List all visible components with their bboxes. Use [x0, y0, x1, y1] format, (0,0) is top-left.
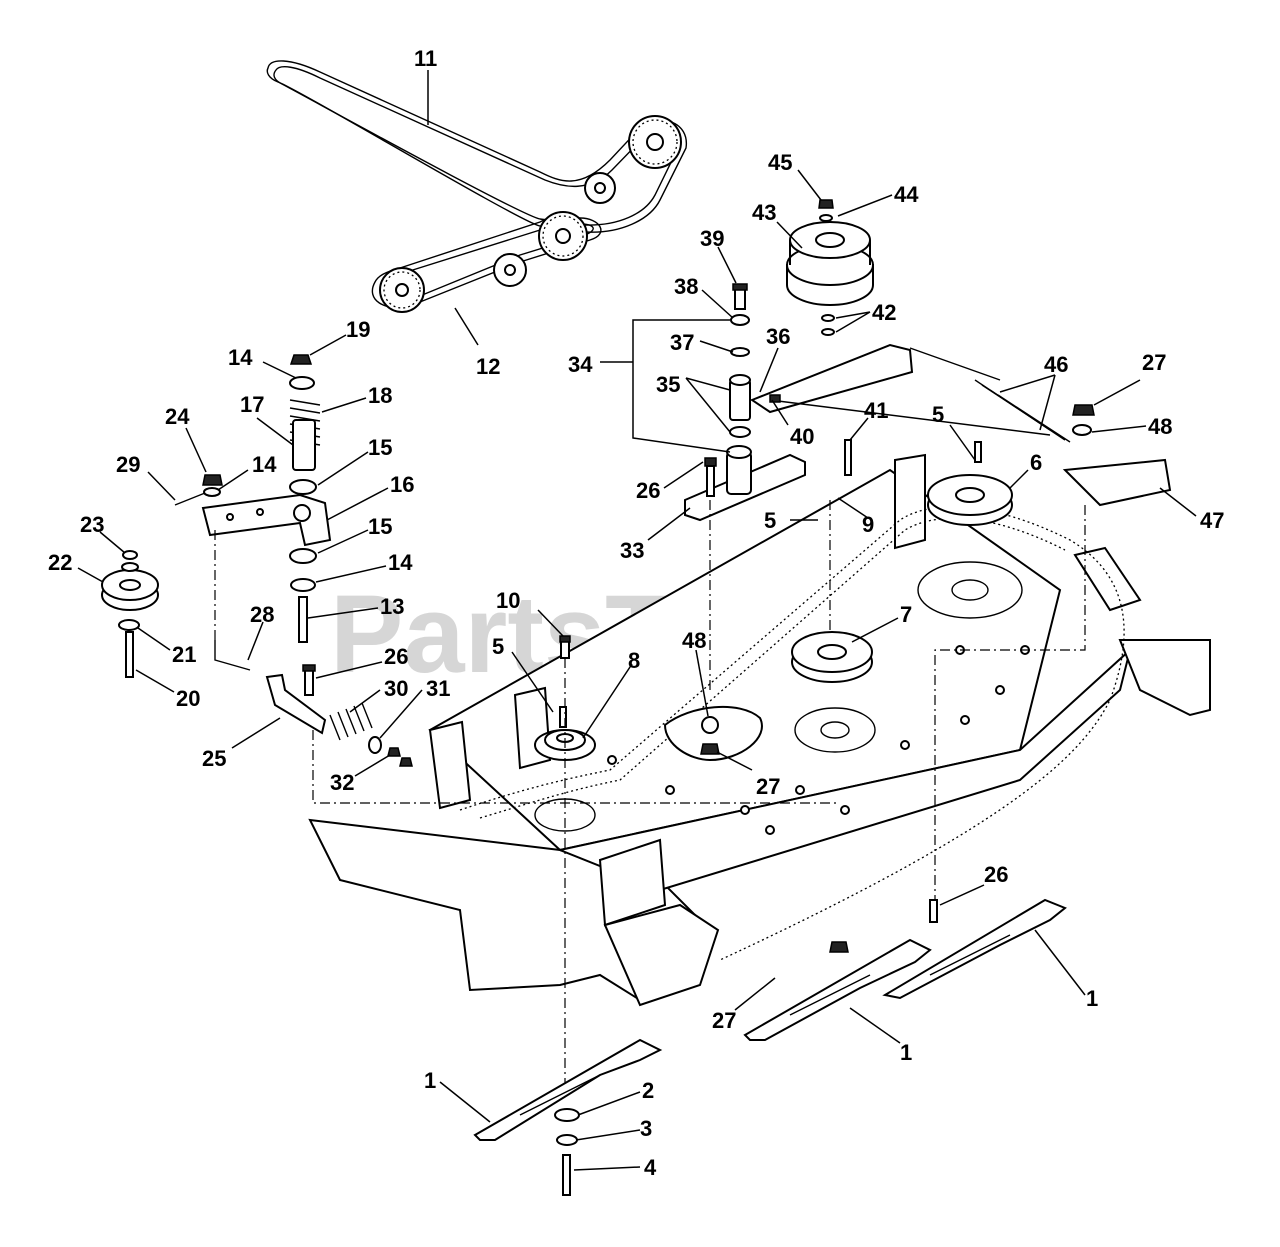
callout-17: 17	[240, 392, 264, 417]
callout-48: 48	[682, 628, 706, 653]
idler-pivot-assembly	[684, 283, 831, 690]
callout-15: 15	[368, 514, 392, 539]
callout-15: 15	[368, 435, 392, 460]
center-pulley	[791, 631, 873, 683]
callout-47: 47	[1200, 508, 1224, 533]
callout-39: 39	[700, 226, 724, 251]
callout-40: 40	[790, 424, 814, 449]
callout-24: 24	[165, 404, 190, 429]
callout-25: 25	[202, 746, 226, 771]
callout-11: 11	[414, 46, 437, 71]
callout-14: 14	[388, 550, 413, 575]
callout-5: 5	[932, 402, 944, 427]
drive-belt-upper	[266, 60, 687, 233]
callout-22: 22	[48, 550, 72, 575]
mower-blade-center	[743, 938, 932, 1041]
callout-10: 10	[496, 588, 520, 613]
callout-16: 16	[390, 472, 414, 497]
idler-arm-assembly	[101, 354, 840, 804]
callout-44: 44	[894, 182, 919, 207]
callout-42: 42	[872, 300, 896, 325]
callout-14: 14	[252, 452, 277, 477]
callout-1: 1	[1086, 986, 1098, 1011]
callout-27: 27	[1142, 350, 1166, 375]
callout-48: 48	[1148, 414, 1172, 439]
callout-31: 31	[426, 676, 450, 701]
callout-13: 13	[380, 594, 404, 619]
callout-34: 34	[568, 352, 593, 377]
callout-29: 29	[116, 452, 140, 477]
callout-45: 45	[768, 150, 792, 175]
callout-3: 3	[640, 1116, 652, 1141]
callout-37: 37	[670, 330, 694, 355]
callout-41: 41	[864, 398, 888, 423]
callout-43: 43	[752, 200, 776, 225]
callout-12: 12	[476, 354, 500, 379]
callout-27: 27	[756, 774, 780, 799]
callout-1: 1	[900, 1040, 912, 1065]
leader-lines	[77, 70, 1197, 1171]
mower-deck-housing	[308, 453, 1211, 1007]
right-pulley	[927, 441, 1013, 526]
callout-26: 26	[984, 862, 1008, 887]
callout-30: 30	[384, 676, 408, 701]
callout-33: 33	[620, 538, 644, 563]
callout-4: 4	[644, 1155, 657, 1180]
callout-21: 21	[172, 642, 196, 667]
idler-pulley	[786, 199, 874, 336]
callout-2: 2	[642, 1078, 654, 1103]
callout-28: 28	[250, 602, 274, 627]
callout-36: 36	[766, 324, 790, 349]
callout-23: 23	[80, 512, 104, 537]
callout-6: 6	[1030, 450, 1042, 475]
callout-labels: 11 12 19 14 18 17 24 14 29 15 16 23 15 2…	[48, 46, 1224, 1180]
idler-plate	[663, 705, 763, 762]
callout-19: 19	[346, 317, 370, 342]
mower-blade-right	[882, 898, 1067, 1000]
callout-32: 32	[330, 770, 354, 795]
callout-7: 7	[900, 602, 912, 627]
callout-1: 1	[424, 1068, 436, 1093]
left-spindle-assembly	[534, 635, 596, 1090]
callout-5: 5	[492, 634, 504, 659]
callout-46: 46	[1044, 352, 1068, 377]
mower-blade-left	[473, 1038, 663, 1196]
callout-26: 26	[384, 644, 408, 669]
tension-arm-assembly	[749, 343, 1172, 900]
callout-35: 35	[656, 372, 680, 397]
callout-9: 9	[862, 512, 874, 537]
callout-18: 18	[368, 383, 392, 408]
callout-26: 26	[636, 478, 660, 503]
callout-20: 20	[176, 686, 200, 711]
callout-8: 8	[628, 648, 640, 673]
drive-belt-lower	[371, 211, 602, 313]
callout-5: 5	[764, 508, 776, 533]
callout-14: 14	[228, 345, 253, 370]
callout-27: 27	[712, 1008, 736, 1033]
callout-38: 38	[674, 274, 698, 299]
